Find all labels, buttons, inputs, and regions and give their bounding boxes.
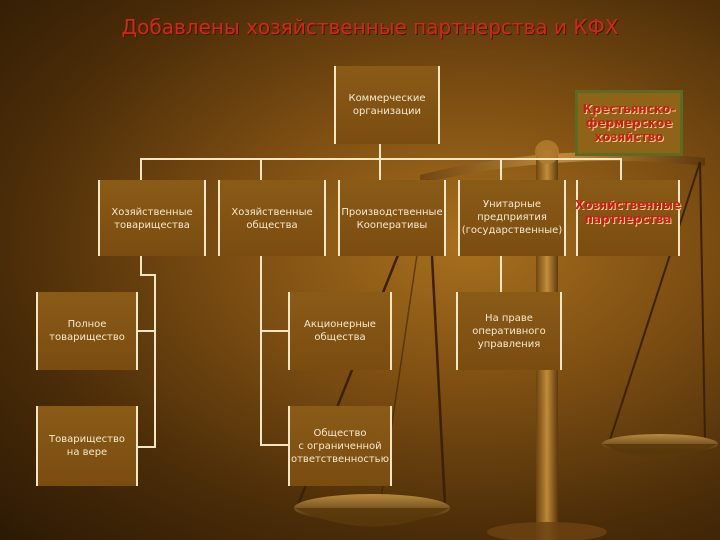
connector-drop-5 — [620, 158, 622, 180]
root-commercial-organizations: Коммерческие организации — [334, 66, 440, 144]
connector-drop-1 — [140, 158, 142, 180]
slide-title: Добавлены хозяйственные партнерства и КФ… — [121, 15, 619, 39]
node-full-partnership: Полное товарищество — [36, 292, 138, 370]
connector-partnerships-trunk — [140, 256, 142, 274]
connector-to-full-partnership — [138, 330, 156, 332]
connector-drop-4 — [500, 158, 502, 180]
connector-drop-2 — [260, 158, 262, 180]
connector-companies-trunk — [260, 256, 262, 446]
connector-level2-bus — [140, 158, 622, 160]
node-business-companies: Хозяйственные общества — [218, 180, 326, 256]
node-unitary-enterprises: Унитарные предприятия (государственные) — [458, 180, 566, 256]
node-economic-partnerships: Хозяйственные партнерства — [575, 180, 681, 256]
connector-partnerships-bus — [140, 274, 156, 276]
node-operational-management: На праве оперативного управления — [456, 292, 562, 370]
node-limited-partnership: Товарищество на вере — [36, 406, 138, 486]
connector-drop-3 — [379, 158, 381, 180]
node-production-cooperatives: Производственные Кооперативы — [338, 180, 446, 256]
connector-root-down — [379, 144, 381, 158]
node-business-partnerships: Хозяйственные товарищества — [98, 180, 206, 256]
connector-to-llc — [260, 444, 288, 446]
node-joint-stock-companies: Акционерные общества — [288, 292, 392, 370]
connector-unitary-trunk — [500, 256, 502, 292]
connector-partnerships-vert — [154, 274, 156, 448]
note-peasant-farm: Крестьянско- фермерское хозяйство — [575, 90, 683, 156]
connector-to-limited-partnership — [138, 446, 156, 448]
node-limited-liability-company: Общество с ограниченной ответственностью — [288, 406, 392, 486]
connector-to-joint-stock — [260, 330, 288, 332]
